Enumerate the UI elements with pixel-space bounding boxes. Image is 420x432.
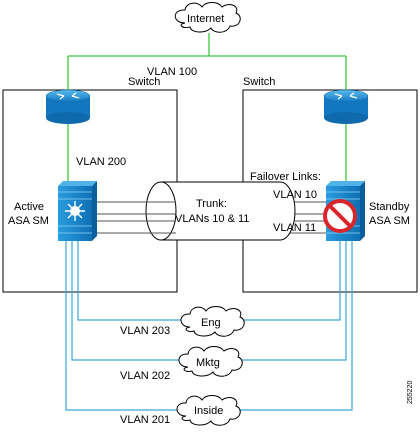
vlan100-label: VLAN 100 (147, 66, 197, 78)
cloud-icon (180, 306, 245, 337)
cloud-icon (178, 346, 243, 377)
cloud-inside-label: Inside (194, 405, 223, 417)
cloud-eng-label: Eng (201, 317, 221, 329)
vlan202-label: VLAN 202 (120, 370, 170, 382)
active-label-line1: Active (14, 201, 44, 213)
cloud-mktg-label: Mktg (196, 357, 220, 369)
inside-links (65, 240, 353, 411)
router-icon (45, 89, 91, 124)
vlan100-links (67, 33, 347, 186)
vlan201-label: VLAN 201 (120, 414, 170, 426)
vlan11-label: VLAN 11 (273, 222, 316, 234)
standby-label-line2: ASA SM (369, 215, 410, 227)
vlan10-label: VLAN 10 (273, 189, 317, 201)
standby-asa-icon (323, 181, 365, 241)
trunk-label-line2: VLANs 10 & 11 (175, 213, 249, 225)
cloud-internet-label: Internet (187, 13, 224, 25)
vlan200-label: VLAN 200 (76, 156, 126, 168)
figure-id: 255220 (407, 381, 414, 404)
cloud-icon (174, 2, 241, 33)
standby-label-line1: Standby (369, 201, 410, 213)
switch-right-label: Switch (243, 76, 275, 88)
router-icon (323, 89, 369, 124)
active-label-line2: ASA SM (8, 215, 49, 227)
failover-label: Failover Links: (250, 171, 321, 183)
trunk-pipe (145, 181, 296, 241)
active-asa-icon (58, 181, 97, 241)
cloud-icon (176, 395, 241, 426)
switch-left-label: Switch (128, 76, 160, 88)
vlan203-label: VLAN 203 (120, 325, 170, 337)
trunk-label-line1: Trunk: (196, 198, 227, 210)
